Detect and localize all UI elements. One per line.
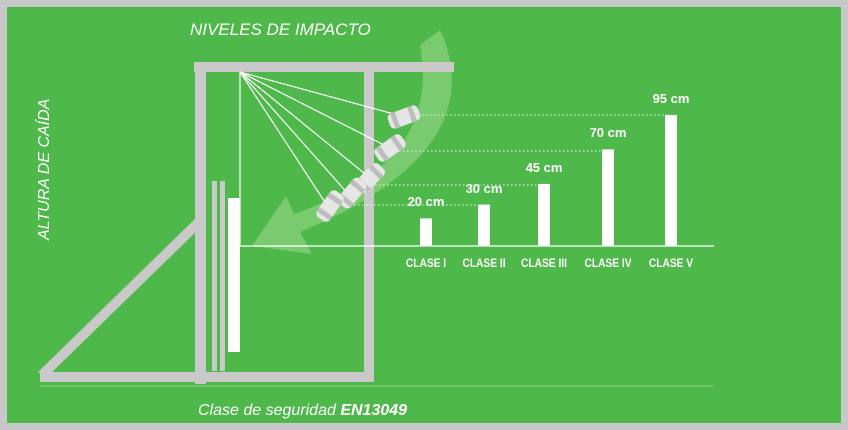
- diagram-title: NIVELES DE IMPACTO: [190, 20, 371, 39]
- bar-value-label: 70 cm: [589, 125, 627, 141]
- frame-base: [40, 372, 374, 382]
- caption: Clase de seguridad EN13049: [198, 402, 407, 420]
- category-label: CLASE II: [462, 256, 506, 270]
- impactor-icon-1: [316, 190, 344, 222]
- caption-prefix: Clase de seguridad: [198, 402, 341, 419]
- impactor-icon-4: [374, 134, 406, 162]
- axis-label-fall-height: ALTURA DE CAÍDA: [36, 98, 53, 240]
- bar-4: [602, 149, 614, 246]
- category-label: CLASE I: [405, 256, 447, 270]
- frame-left-post: [195, 72, 206, 384]
- bar-1: [420, 218, 432, 246]
- bar-value-label: 30 cm: [465, 180, 503, 196]
- swing-arrow-icon: [252, 30, 452, 254]
- category-label: CLASE III: [521, 256, 567, 270]
- category-label: CLASE V: [648, 256, 694, 270]
- bar-value-label: 95 cm: [652, 90, 690, 106]
- frame-right-post: [364, 72, 374, 372]
- impactor-icon-5: [387, 105, 421, 129]
- bar-2: [478, 204, 490, 246]
- impactor-icons: [316, 105, 421, 222]
- category-label: CLASE IV: [584, 256, 632, 270]
- door-leaf: [212, 181, 240, 371]
- pendulum-lines: [239, 71, 406, 245]
- bar-value-label: 20 cm: [407, 194, 445, 210]
- bar-value-label: 45 cm: [525, 159, 563, 175]
- bar-5: [665, 114, 677, 247]
- level-guides: [350, 114, 664, 206]
- bar-3: [538, 183, 550, 246]
- caption-standard: EN13049: [340, 402, 408, 419]
- frame-brace: [38, 218, 204, 376]
- door-frame: [38, 62, 454, 384]
- frame-top-beam: [194, 62, 454, 72]
- class-bars: [420, 114, 677, 247]
